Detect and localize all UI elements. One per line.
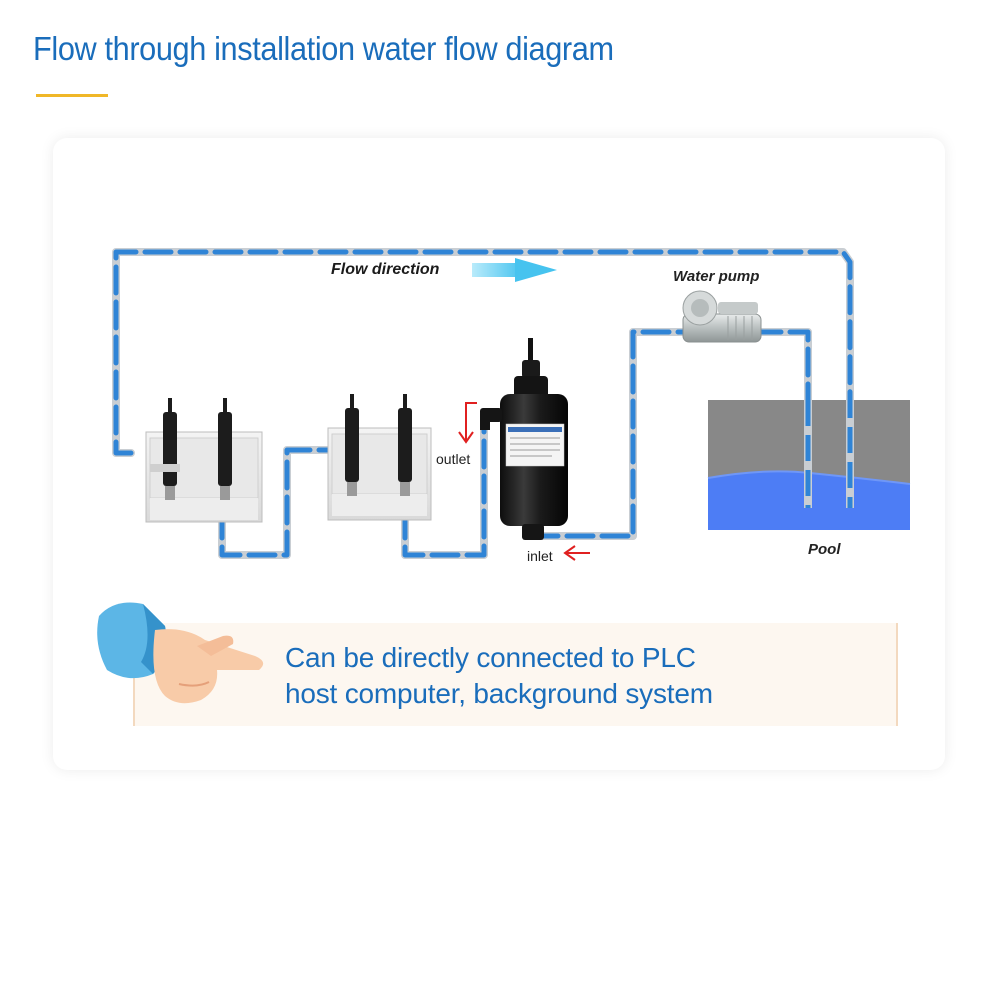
red-inlet-arrow-icon: [563, 545, 590, 561]
banner-text-line-1: Can be directly connected to PLC: [285, 642, 696, 673]
inlet-label: inlet: [527, 548, 553, 564]
water-pump-illustration: [682, 290, 762, 343]
water-pump-label: Water pump: [673, 268, 760, 285]
flow-direction-label: Flow direction: [331, 261, 440, 278]
red-outlet-arrow-icon: [458, 402, 477, 444]
pool-label: Pool: [808, 541, 841, 558]
banner-text-line-2: host computer, background system: [285, 678, 713, 709]
title-underline: [36, 94, 108, 97]
outlet-label: outlet: [436, 451, 471, 467]
flow-arrow-icon: [472, 258, 557, 282]
sensor-panel-1: [145, 398, 263, 523]
sensor-panel-2: [327, 394, 432, 521]
hand-pointing-overlay: [97, 602, 264, 704]
inline-sensor-housing: [480, 338, 568, 540]
info-banner: [133, 623, 898, 726]
page-title: Flow through installation water flow dia…: [33, 30, 614, 67]
